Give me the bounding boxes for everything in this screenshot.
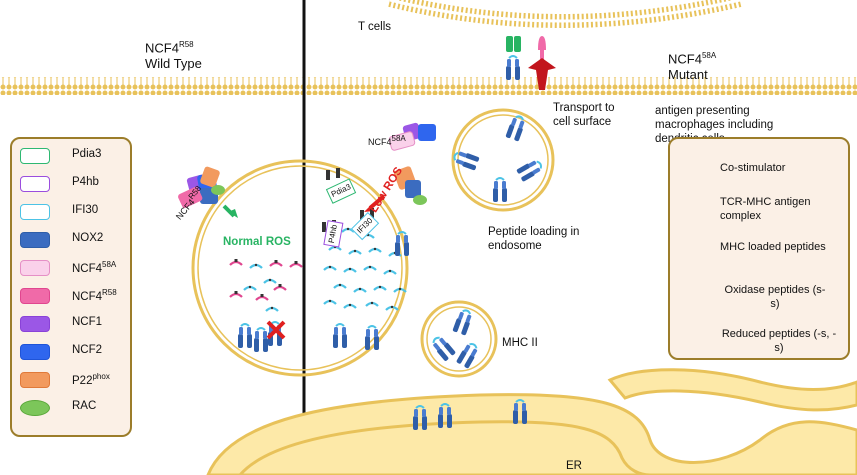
- normal-ros-label: Normal ROS: [223, 236, 291, 248]
- legend-swatch: [20, 316, 50, 332]
- legend-swatch: [20, 232, 50, 248]
- t-cells-label: T cells: [358, 21, 392, 33]
- peptide-loading-label: Peptide loading in endosome: [488, 226, 580, 252]
- legend-swatch: [20, 260, 50, 276]
- legend-item-nox2: NOX2: [20, 229, 128, 249]
- co-stimulator: [528, 36, 556, 90]
- wildtype-peptides: [228, 257, 304, 353]
- wildtype-endosome: [191, 159, 409, 377]
- legend-mhc-loaded: MHC loaded peptides: [720, 241, 826, 253]
- legend-swatch: [20, 372, 50, 388]
- tcr-mhc-complex: [505, 36, 521, 81]
- t-cell-membrane: [388, 0, 742, 28]
- legend-item-p22phox: P22phox: [20, 369, 128, 389]
- ncf4-mut-tag: NCF458A: [368, 134, 406, 147]
- er-label: ER: [566, 460, 582, 472]
- mutant-title: NCF458A Mutant: [668, 51, 717, 83]
- legend-swatch: [20, 344, 50, 360]
- legend-swatch: [20, 148, 50, 164]
- legend-item-ifi30: IFI30: [20, 201, 128, 221]
- component-legend: Pdia3 P4hb IFI30 NOX2 NCF458A NCF4R58 NC…: [10, 137, 132, 437]
- nox-complex-wildtype: [178, 166, 238, 218]
- legend-oxidase-peptides: Oxidase peptides (s-s): [724, 284, 826, 310]
- legend-swatch: [20, 204, 50, 220]
- legend-item-p4hb: P4hb: [20, 173, 128, 193]
- transport-label: Transport to cell surface: [553, 102, 615, 128]
- legend-item-ncf2: NCF2: [20, 341, 128, 361]
- legend-item-rac: RAC: [20, 397, 128, 417]
- legend-reduced-peptides: Reduced peptides (-s, -s): [721, 328, 837, 354]
- mhc-ii-label: MHC II: [502, 337, 538, 349]
- legend-swatch: [20, 400, 50, 416]
- transport-vesicle: [451, 108, 555, 212]
- legend-item-pdia3: Pdia3: [20, 145, 128, 165]
- legend-tcr-mhc: TCR-MHC antigen complex: [720, 196, 811, 222]
- endoplasmic-reticulum: [206, 368, 857, 475]
- legend-item-ncf4-r58: NCF4R58: [20, 285, 128, 305]
- legend-item-ncf4-58a: NCF458A: [20, 257, 128, 277]
- legend-co-stimulator: Co-stimulator: [720, 162, 786, 174]
- mhc-ii-vesicle: [420, 300, 498, 378]
- mhc-ii-molecules: [428, 307, 482, 370]
- legend-swatch: [20, 288, 50, 304]
- wild-type-title: NCF4R58 Wild Type: [145, 40, 202, 72]
- legend-item-ncf1: NCF1: [20, 313, 128, 333]
- molecule-legend: Co-stimulator TCR-MHC antigen complex MH…: [668, 137, 850, 360]
- legend-swatch: [20, 176, 50, 192]
- apc-plasma-membrane: [0, 77, 857, 95]
- nox-complex-mutant: [364, 122, 436, 212]
